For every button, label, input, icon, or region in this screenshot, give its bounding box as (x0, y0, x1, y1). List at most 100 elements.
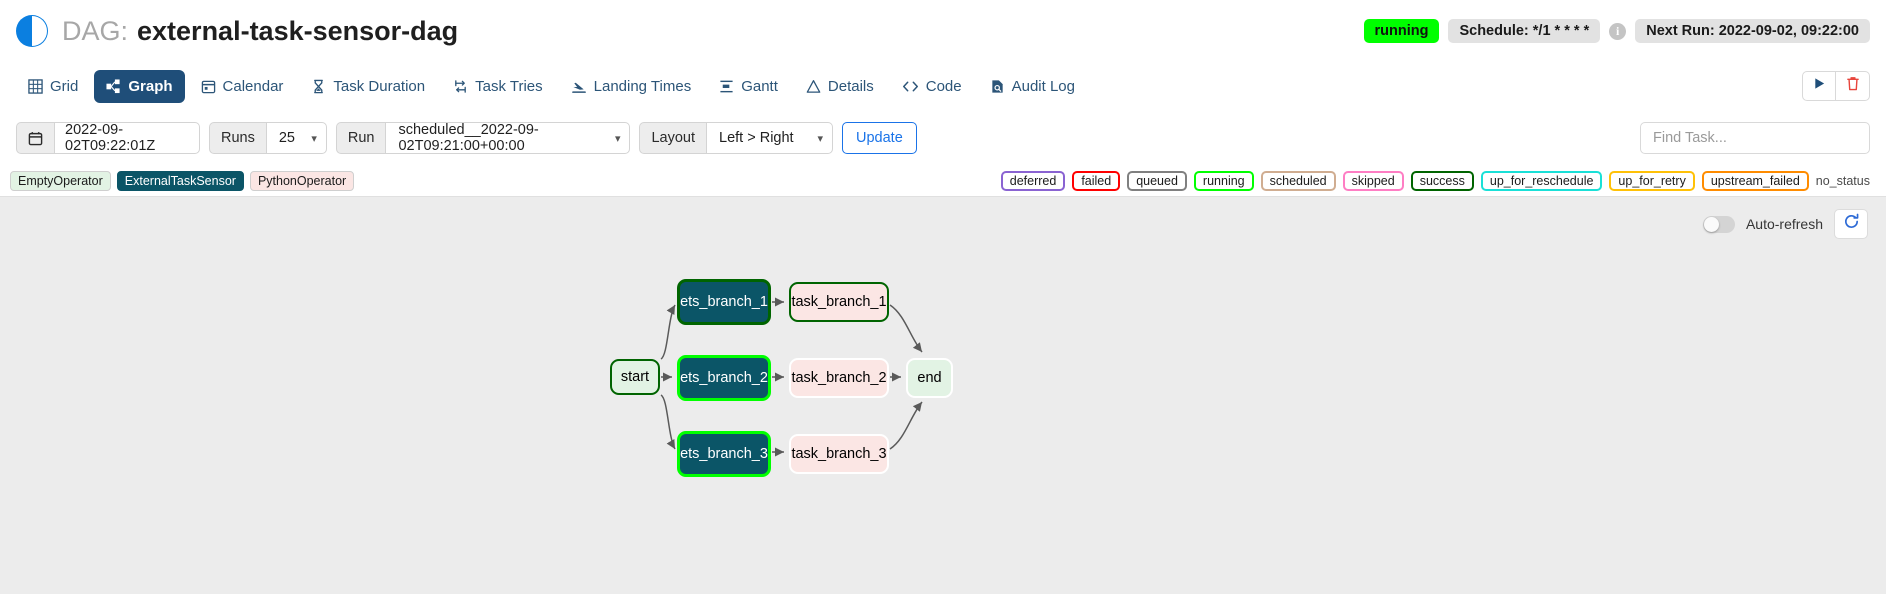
legend-row: EmptyOperator ExternalTaskSensor PythonO… (0, 166, 1886, 196)
graph-node-ets_branch_3-label: ets_branch_3 (680, 446, 768, 462)
status-badge-scheduled[interactable]: scheduled (1261, 171, 1336, 191)
tab-calendar[interactable]: Calendar (189, 70, 296, 103)
next-run-badge: Next Run: 2022-09-02, 09:22:00 (1635, 19, 1870, 43)
edge-start-to-ets_branch_3 (661, 395, 675, 449)
edge-task_branch_3-to-end (890, 402, 922, 449)
page-header: DAG: external-task-sensor-dag running Sc… (0, 0, 1886, 62)
update-button[interactable]: Update (842, 122, 917, 154)
operator-badge-externaltasksensor[interactable]: ExternalTaskSensor (117, 171, 244, 191)
graph-node-start-label: start (621, 369, 649, 385)
dag-prefix-label: DAG: (62, 16, 128, 47)
edge-start-to-ets_branch_1 (661, 305, 675, 359)
run-filter-group: Run scheduled__2022-09-02T09:21:00+00:00… (336, 122, 631, 154)
layout-label: Layout (639, 122, 706, 154)
dag-status-badge: running (1364, 19, 1440, 43)
graph-node-ets_branch_2-label: ets_branch_2 (680, 370, 768, 386)
delete-dag-button[interactable] (1836, 71, 1870, 101)
calendar-icon (201, 79, 216, 94)
dag-pause-toggle[interactable] (16, 15, 48, 47)
tab-grid[interactable]: Grid (16, 70, 90, 103)
runs-select-value: 25 (279, 130, 295, 146)
runs-select[interactable]: 25 ▾ (266, 122, 327, 154)
graph-node-task_branch_3-label: task_branch_3 (791, 446, 886, 462)
run-select-value: scheduled__2022-09-02T09:21:00+00:00 (398, 122, 604, 154)
tab-details[interactable]: Details (794, 70, 886, 103)
grid-icon (28, 79, 43, 94)
graph-icon (106, 79, 121, 94)
date-input[interactable]: 2022-09-02T09:22:01Z (54, 122, 200, 154)
operator-badge-pythonoperator[interactable]: PythonOperator (250, 171, 354, 191)
gantt-icon (719, 79, 734, 94)
graph-node-task_branch_2[interactable]: task_branch_2 (789, 358, 889, 398)
layout-select[interactable]: Left > Right ▾ (706, 122, 833, 154)
runs-filter-group: Runs 25 ▾ (209, 122, 327, 154)
status-badge-deferred[interactable]: deferred (1001, 171, 1066, 191)
tab-gantt-label: Gantt (741, 78, 778, 95)
layout-filter-group: Layout Left > Right ▾ (639, 122, 833, 154)
graph-viewport[interactable]: start ets_branch_1 ets_branch_2 ets_bran… (0, 197, 1886, 594)
status-badge-success[interactable]: success (1411, 171, 1474, 191)
calendar-icon[interactable] (16, 122, 54, 154)
graph-node-ets_branch_3[interactable]: ets_branch_3 (677, 431, 771, 477)
edge-task_branch_1-to-end (890, 305, 922, 352)
hourglass-icon (311, 79, 326, 94)
operator-badge-emptyoperator[interactable]: EmptyOperator (10, 171, 111, 191)
graph-node-start[interactable]: start (610, 359, 660, 395)
status-badge-skipped[interactable]: skipped (1343, 171, 1404, 191)
status-badge-failed[interactable]: failed (1072, 171, 1120, 191)
view-tabbar: Grid Graph Calendar Task Duration Task T… (0, 62, 1886, 110)
auto-refresh-toggle[interactable] (1703, 216, 1735, 233)
status-legend: deferred failed queued running scheduled… (1001, 171, 1876, 191)
tab-graph-label: Graph (128, 78, 172, 95)
refresh-button[interactable] (1834, 209, 1868, 239)
tab-landing-times[interactable]: Landing Times (559, 70, 704, 103)
status-badge-up-for-retry[interactable]: up_for_retry (1609, 171, 1694, 191)
tab-audit-log-label: Audit Log (1012, 78, 1075, 95)
page-title: external-task-sensor-dag (137, 16, 458, 47)
chevron-down-icon: ▾ (817, 132, 823, 145)
landing-icon (571, 79, 587, 94)
graph-node-ets_branch_1-label: ets_branch_1 (680, 294, 768, 310)
tab-landing-times-label: Landing Times (594, 78, 692, 95)
status-badge-running[interactable]: running (1194, 171, 1254, 191)
layout-select-value: Left > Right (719, 130, 794, 146)
chevron-down-icon: ▾ (311, 132, 317, 145)
tab-grid-label: Grid (50, 78, 78, 95)
graph-node-end-label: end (917, 370, 941, 386)
canvas-controls: Auto-refresh (1703, 209, 1868, 239)
tab-task-duration[interactable]: Task Duration (299, 70, 437, 103)
trigger-dag-button[interactable] (1802, 71, 1836, 101)
status-badge-up-for-reschedule[interactable]: up_for_reschedule (1481, 171, 1603, 191)
graph-node-end[interactable]: end (906, 358, 953, 398)
tab-task-tries[interactable]: Task Tries (441, 70, 555, 103)
chevron-down-icon: ▾ (615, 132, 621, 145)
info-icon[interactable]: i (1609, 23, 1626, 40)
operator-legend: EmptyOperator ExternalTaskSensor PythonO… (10, 171, 354, 191)
status-badge-no-status[interactable]: no_status (1816, 174, 1876, 188)
status-badge-upstream-failed[interactable]: upstream_failed (1702, 171, 1809, 191)
run-select[interactable]: scheduled__2022-09-02T09:21:00+00:00 ▾ (385, 122, 630, 154)
triangle-icon (806, 79, 821, 94)
dag-action-buttons (1802, 71, 1870, 101)
audit-log-icon (990, 79, 1005, 94)
run-label: Run (336, 122, 386, 154)
graph-node-ets_branch_1[interactable]: ets_branch_1 (677, 279, 771, 325)
schedule-badge: Schedule: */1 * * * * (1448, 19, 1600, 43)
runs-label: Runs (209, 122, 266, 154)
find-task-input[interactable]: Find Task... (1640, 122, 1870, 154)
status-badge-queued[interactable]: queued (1127, 171, 1187, 191)
date-filter-group: 2022-09-02T09:22:01Z (16, 122, 200, 154)
tab-graph[interactable]: Graph (94, 70, 184, 103)
play-icon (1813, 77, 1826, 95)
header-status-group: running Schedule: */1 * * * * i Next Run… (1364, 19, 1871, 43)
graph-node-task_branch_3[interactable]: task_branch_3 (789, 434, 889, 474)
filter-toolbar: 2022-09-02T09:22:01Z Runs 25 ▾ Run sched… (0, 110, 1886, 166)
auto-refresh-label: Auto-refresh (1746, 216, 1823, 232)
tab-gantt[interactable]: Gantt (707, 70, 790, 103)
tab-audit-log[interactable]: Audit Log (978, 70, 1087, 103)
tab-calendar-label: Calendar (223, 78, 284, 95)
tab-code[interactable]: Code (890, 70, 974, 103)
graph-node-ets_branch_2[interactable]: ets_branch_2 (677, 355, 771, 401)
graph-node-task_branch_1[interactable]: task_branch_1 (789, 282, 889, 322)
graph-canvas[interactable]: Auto-refresh sta (0, 196, 1886, 594)
